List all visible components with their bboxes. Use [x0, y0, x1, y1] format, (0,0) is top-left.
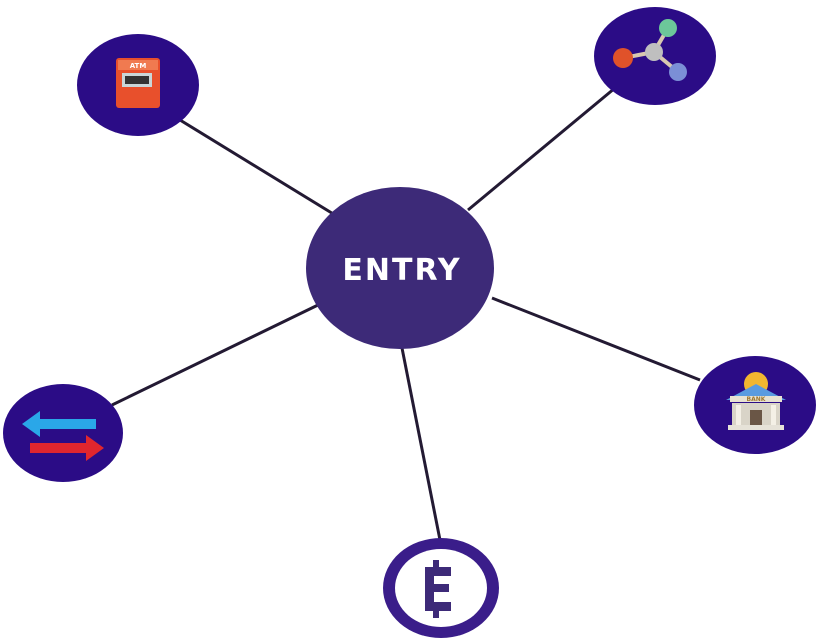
atm-node: ATM: [77, 34, 199, 136]
coin-node: [383, 538, 499, 638]
connector-coin: [400, 347, 442, 541]
network-node: [594, 7, 716, 105]
entry-logo: ENTRY: [340, 250, 461, 288]
network-icon: [613, 19, 687, 81]
connector-bank: [491, 296, 701, 382]
svg-text:BANK: BANK: [747, 396, 766, 403]
connector-exchange: [111, 303, 319, 407]
entry-coin-icon: [425, 560, 451, 618]
entry-logo-text: ENTRY: [342, 253, 461, 288]
connectors: [111, 86, 701, 541]
bank-icon: BANK: [726, 372, 786, 430]
bank-node: BANK: [694, 356, 816, 454]
exchange-arrows-icon: [22, 411, 104, 461]
center-node: ENTRY: [306, 187, 494, 349]
svg-text:ATM: ATM: [130, 62, 147, 70]
connector-network: [467, 86, 616, 212]
exchange-node: [3, 384, 123, 482]
atm-icon: ATM: [116, 58, 160, 108]
connector-atm: [179, 118, 336, 217]
